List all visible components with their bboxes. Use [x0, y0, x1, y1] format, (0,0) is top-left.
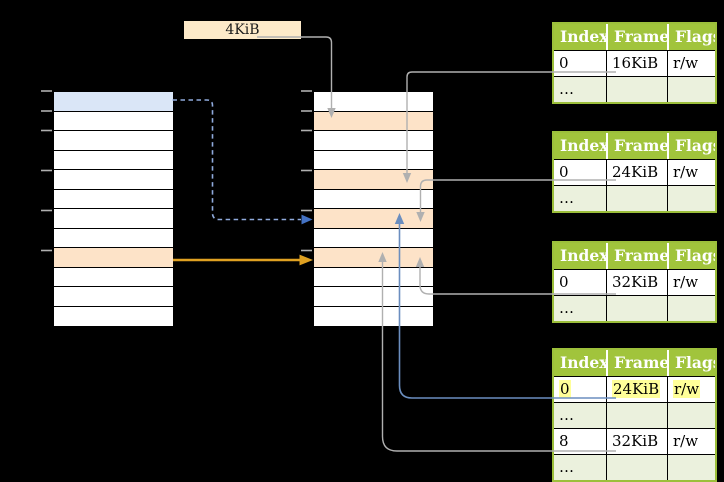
table-header-cell: Index — [554, 133, 606, 159]
table-cell: 32KiB — [606, 428, 667, 454]
table-header-cell: Frame — [606, 350, 667, 376]
page-table-4: IndexFrameFlags024KiBr/w…832KiBr/w… — [552, 348, 717, 482]
table-cell: … — [554, 402, 606, 428]
middle-memory-column — [313, 91, 434, 327]
table-cell — [667, 185, 715, 211]
memory-cell — [54, 111, 173, 131]
table-header-cell: Flags — [667, 350, 715, 376]
table-cell: 8 — [554, 428, 606, 454]
table-cell — [606, 454, 667, 480]
table-cell — [606, 295, 667, 321]
arrow-dashed-translation — [172, 99, 313, 225]
highlighted-value: 24KiB — [612, 380, 661, 398]
table-cell: r/w — [667, 50, 715, 76]
table-cell: r/w — [667, 159, 715, 185]
table-cell — [606, 402, 667, 428]
memory-cell — [314, 150, 433, 170]
table-cell — [667, 402, 715, 428]
table-cell: r/w — [667, 428, 715, 454]
table-cell: r/w — [667, 376, 715, 402]
memory-cell — [54, 209, 173, 229]
table-header-cell: Frame — [606, 133, 667, 159]
memory-cell — [54, 150, 173, 170]
table-header-cell: Flags — [667, 133, 715, 159]
table-cell: … — [554, 454, 606, 480]
table-cell: 0 — [554, 50, 606, 76]
memory-cell — [54, 131, 173, 151]
page-table-3: IndexFrameFlags 032KiBr/w … — [552, 241, 717, 323]
memory-cell — [314, 111, 433, 131]
table-header-cell: Index — [554, 243, 606, 269]
highlighted-value: 0 — [559, 380, 571, 398]
memory-cell — [314, 248, 433, 268]
memory-cell — [314, 209, 433, 229]
table-cell — [667, 76, 715, 102]
left-memory-column — [53, 91, 174, 327]
table-cell: 32KiB — [606, 269, 667, 295]
table-cell — [667, 454, 715, 480]
page-table-2: IndexFrameFlags 024KiBr/w … — [552, 131, 717, 213]
table-cell: 24KiB — [606, 159, 667, 185]
memory-cell — [54, 189, 173, 209]
memory-cell — [54, 92, 173, 112]
table-cell: … — [554, 76, 606, 102]
memory-cell — [314, 92, 433, 112]
memory-cell — [54, 267, 173, 287]
table-header-cell: Frame — [606, 243, 667, 269]
table-cell: … — [554, 295, 606, 321]
memory-cell — [54, 306, 173, 326]
memory-cell — [314, 287, 433, 307]
memory-cell — [314, 170, 433, 190]
memory-cell — [54, 228, 173, 248]
table-cell — [606, 185, 667, 211]
table-cell: 24KiB — [606, 376, 667, 402]
memory-cell — [54, 248, 173, 268]
memory-cell — [314, 267, 433, 287]
table-cell: 0 — [554, 376, 606, 402]
table-header-cell: Index — [554, 350, 606, 376]
memory-cell — [314, 189, 433, 209]
table-cell — [606, 76, 667, 102]
table-cell: … — [554, 185, 606, 211]
table-header-cell: Flags — [667, 243, 715, 269]
highlighted-value: r/w — [673, 380, 701, 398]
page-size-label: 4KiB — [184, 21, 301, 39]
table-header-cell: Frame — [606, 24, 667, 50]
table-cell: 0 — [554, 269, 606, 295]
memory-cell — [314, 306, 433, 326]
table-cell: r/w — [667, 269, 715, 295]
table-cell: 0 — [554, 159, 606, 185]
memory-cell — [314, 131, 433, 151]
page-table-1: IndexFrameFlags 016KiBr/w … — [552, 22, 717, 104]
memory-cell — [54, 287, 173, 307]
table-cell: 16KiB — [606, 50, 667, 76]
memory-cell — [314, 228, 433, 248]
table-header-cell: Flags — [667, 24, 715, 50]
table-cell — [667, 295, 715, 321]
table-header-cell: Index — [554, 24, 606, 50]
memory-cell — [54, 170, 173, 190]
arrow-solid-translation — [173, 254, 313, 266]
